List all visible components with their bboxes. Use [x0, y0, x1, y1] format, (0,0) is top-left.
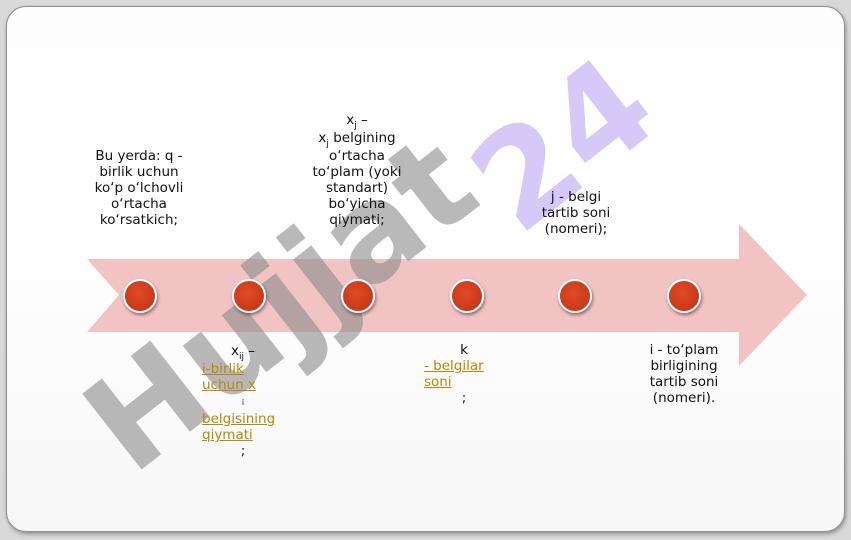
- timeline-dot-3: [341, 279, 375, 313]
- k-symbol: k: [460, 342, 468, 358]
- label-i: i - to‘plam birligining tartib soni (nom…: [649, 342, 719, 406]
- label-j: j - belgi tartib soni (nomeri);: [541, 189, 611, 237]
- xj-symbol: xj –: [346, 112, 368, 131]
- slide: Hujjat 24 Bu yerda: q - birlik uchun ko‘…: [6, 6, 845, 532]
- xij-end: ;: [240, 443, 246, 459]
- label-q: Bu yerda: q - birlik uchun ko‘p o‘lchovl…: [94, 148, 184, 228]
- label-xij: xij – i-birlik uchun x i belgisining qiy…: [201, 343, 285, 459]
- xij-link-unit[interactable]: i-birlik uchun x: [202, 361, 256, 393]
- xij-symbol: xij –: [230, 343, 256, 362]
- label-k: k - belgilar soni ;: [421, 342, 507, 406]
- timeline-dot-2: [232, 279, 266, 313]
- timeline-arrow: [87, 224, 807, 366]
- k-link[interactable]: - belgilar soni: [424, 358, 484, 390]
- xj-description: xj belgining o‘rtacha to‘plam (yoki stan…: [312, 130, 402, 228]
- timeline-dot-6: [667, 279, 701, 313]
- xij-sub-i: i: [241, 398, 245, 407]
- xij-link-value[interactable]: belgisining qiymati: [202, 411, 276, 443]
- timeline-dot-4: [450, 279, 484, 313]
- label-xj: xj – xj belgining o‘rtacha to‘plam (yoki…: [305, 112, 409, 228]
- timeline-dot-1: [123, 279, 157, 313]
- k-end: ;: [461, 390, 467, 406]
- timeline-dot-5: [558, 279, 592, 313]
